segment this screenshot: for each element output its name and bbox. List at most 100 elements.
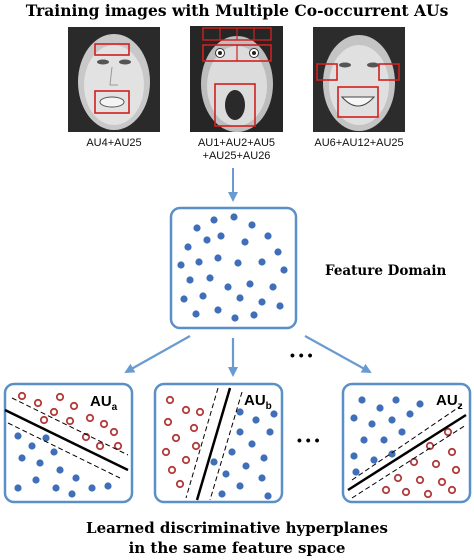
red-sample-ring	[69, 401, 79, 411]
panel-a-title: AUa	[90, 393, 118, 413]
feature-domain-label: Feature Domain	[325, 263, 447, 279]
red-sample-ring	[163, 417, 173, 427]
blue-sample-dot	[252, 416, 260, 424]
red-sample-ring	[401, 487, 411, 497]
blue-sample-dot	[388, 450, 396, 458]
blue-sample-dot	[406, 410, 414, 418]
red-sample-ring	[99, 419, 109, 429]
blue-sample-dot	[380, 436, 388, 444]
red-sample-ring	[95, 441, 105, 451]
red-sample-ring	[65, 416, 75, 426]
blue-sample-dot	[52, 484, 60, 492]
blue-sample-dot	[203, 236, 211, 244]
red-sample-ring	[85, 413, 95, 423]
blue-sample-dot	[68, 490, 76, 498]
blue-sample-dot	[264, 232, 272, 240]
red-sample-ring	[451, 465, 461, 475]
blue-sample-dot	[258, 258, 266, 266]
red-sample-ring	[161, 447, 171, 457]
blue-sample-dot	[234, 259, 242, 267]
panel-z-title: AUz	[436, 392, 463, 412]
blue-sample-dot	[236, 428, 244, 436]
blue-sample-dot	[370, 456, 378, 464]
blue-sample-dot	[368, 420, 376, 428]
red-sample-ring	[171, 433, 181, 443]
red-sample-ring	[181, 405, 191, 415]
blue-sample-dot	[236, 408, 244, 416]
blue-sample-dot	[217, 232, 225, 240]
au-box-brow	[94, 43, 130, 56]
face-image-2	[190, 26, 283, 132]
blue-sample-dot	[50, 448, 58, 456]
au-box-cheek-right	[378, 63, 400, 81]
blue-sample-dot	[214, 254, 222, 262]
ellipsis-top: • • •	[290, 347, 313, 363]
red-sample-ring	[49, 407, 59, 417]
blue-sample-dot	[280, 266, 288, 274]
blue-sample-dot	[32, 476, 40, 484]
red-sample-ring	[113, 441, 123, 451]
red-sample-ring	[447, 485, 457, 495]
red-sample-ring	[423, 489, 433, 499]
red-sample-ring	[191, 441, 201, 451]
blue-sample-dot	[250, 311, 258, 319]
blue-sample-dot	[210, 458, 218, 466]
face-label-1: AU4+AU25	[86, 137, 142, 149]
au-box-mouth	[94, 90, 130, 114]
blue-sample-dot	[210, 216, 218, 224]
blue-sample-dot	[274, 248, 282, 256]
blue-sample-dot	[214, 306, 222, 314]
blue-sample-dot	[248, 440, 256, 448]
blue-sample-dot	[398, 428, 406, 436]
blue-sample-dot	[72, 474, 80, 482]
panel-a-margin-lower	[7, 422, 121, 479]
blue-sample-dot	[184, 243, 192, 251]
panel-a-margin-upper	[11, 397, 129, 456]
blue-sample-dot	[266, 428, 274, 436]
red-sample-ring	[393, 473, 403, 483]
blue-sample-dot	[42, 434, 50, 442]
blue-sample-dot	[177, 261, 185, 269]
blue-sample-dot	[392, 396, 400, 404]
panel-z-margin-upper	[351, 404, 463, 481]
face-label-3: AU6+AU12+AU25	[314, 137, 404, 149]
blue-sample-dot	[246, 280, 254, 288]
ellipsis-bottom: • • •	[297, 432, 320, 448]
blue-sample-dot	[388, 416, 396, 424]
blue-sample-dot	[36, 459, 44, 467]
blue-sample-dot	[14, 484, 22, 492]
panel-b-margin-left	[185, 387, 219, 499]
blue-sample-dot	[350, 414, 358, 422]
blue-sample-dot	[258, 298, 266, 306]
blue-sample-dot	[258, 474, 266, 482]
red-sample-ring	[109, 427, 119, 437]
blue-sample-dot	[231, 314, 239, 322]
red-sample-ring	[189, 423, 199, 433]
blue-sample-dot	[199, 292, 207, 300]
blue-sample-dot	[416, 400, 424, 408]
panel-a-hyperplane	[4, 408, 129, 472]
red-sample-ring	[167, 465, 177, 475]
blue-sample-dot	[269, 283, 277, 291]
blue-sample-dot	[350, 452, 358, 460]
red-sample-ring	[409, 457, 419, 467]
blue-sample-dot	[241, 238, 249, 246]
red-sample-ring	[437, 477, 447, 487]
face-image-1	[68, 27, 160, 132]
red-sample-ring	[181, 455, 191, 465]
panel-z-hyperplane	[347, 413, 467, 492]
caption-line-1: Learned discriminative hyperplanes	[86, 519, 388, 537]
blue-sample-dot	[248, 221, 256, 229]
blue-sample-dot	[193, 224, 201, 232]
red-sample-ring	[431, 459, 441, 469]
au-box-mouth	[214, 83, 256, 127]
blue-sample-dot	[264, 492, 272, 500]
blue-sample-dot	[358, 396, 366, 404]
blue-sample-dot	[56, 466, 64, 474]
blue-sample-dot	[28, 442, 36, 450]
red-sample-ring	[415, 475, 425, 485]
red-sample-ring	[381, 485, 391, 495]
blue-sample-dot	[186, 276, 194, 284]
blue-sample-dot	[14, 432, 22, 440]
panel-b-margin-right	[209, 391, 243, 501]
